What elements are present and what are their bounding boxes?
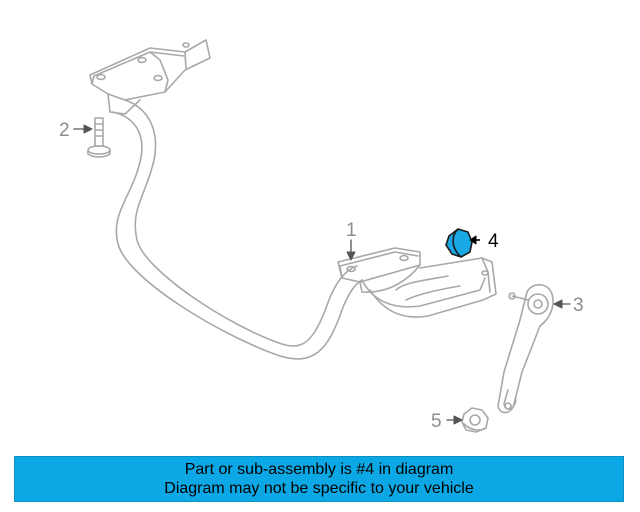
upper-bracket xyxy=(89,39,211,115)
bar-end-arm xyxy=(361,257,497,318)
leader-2-head xyxy=(83,124,93,134)
callout-label-4: 4 xyxy=(488,231,499,252)
banner-line-1: Part or sub-assembly is #4 in diagram xyxy=(184,461,454,478)
leader-3-head xyxy=(553,299,563,309)
callout-label-3: 3 xyxy=(573,295,584,316)
nut-part-5 xyxy=(461,407,489,433)
lower-bracket-part-1 xyxy=(337,247,421,293)
callout-label-2: 2 xyxy=(59,120,70,141)
callout-label-1: 1 xyxy=(346,220,357,241)
leader-1-head xyxy=(346,251,356,261)
stabilizer-bar xyxy=(112,99,363,360)
bushing-part-4-highlighted xyxy=(445,228,480,258)
info-banner: Part or sub-assembly is #4 in diagram Di… xyxy=(14,456,624,502)
stabilizer-link-part-3 xyxy=(497,283,554,414)
leader-5-head xyxy=(453,415,463,425)
callout-label-5: 5 xyxy=(431,411,442,432)
banner-line-2: Diagram may not be specific to your vehi… xyxy=(164,480,474,497)
bolt-part-2 xyxy=(87,117,111,158)
parts-diagram: 1 2 3 4 5 xyxy=(59,39,584,433)
